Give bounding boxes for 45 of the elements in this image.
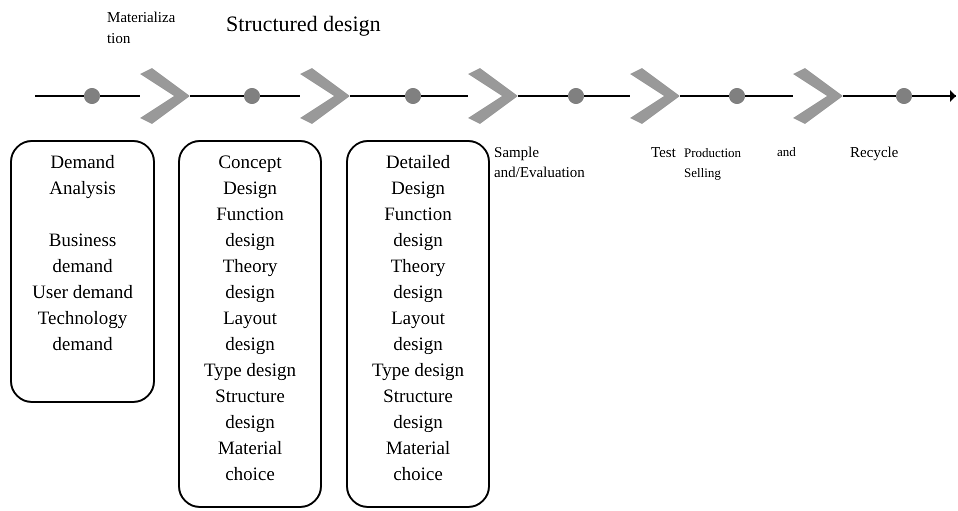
timeline-line — [350, 95, 405, 97]
stage-label: Recycle — [850, 144, 900, 163]
timeline-line — [421, 95, 468, 97]
stage-item: Structure design — [214, 385, 286, 435]
stage-item: Function design — [215, 203, 285, 253]
timeline-line — [680, 95, 729, 97]
timeline-line — [190, 95, 244, 97]
stage-item: Theory design — [222, 255, 278, 305]
stage-title: Demand Analysis — [48, 151, 117, 201]
stage-item: Technology demand — [36, 307, 128, 357]
stage-item: Material choice — [216, 437, 284, 487]
stage-box — [10, 140, 155, 403]
timeline-line — [260, 95, 300, 97]
timeline-line — [584, 95, 630, 97]
stage-item: Type design — [370, 359, 466, 383]
timeline-line — [843, 95, 896, 97]
chevron-arrow — [793, 68, 843, 124]
stage-item: Function design — [383, 203, 453, 253]
stage-item: Theory design — [390, 255, 446, 305]
timeline-line — [518, 95, 568, 97]
stage-item: Material choice — [384, 437, 452, 487]
phase-label: Structured design — [226, 10, 382, 38]
chevron-arrow — [300, 68, 350, 124]
stage-label: Materializa tion — [107, 9, 176, 49]
stage-label: and — [777, 143, 797, 161]
stage-title: Detailed Design — [384, 151, 452, 201]
chevron-arrow — [630, 68, 680, 124]
chevron-arrow — [468, 68, 518, 124]
stage-box — [178, 140, 322, 508]
stage-item: Layout design — [222, 307, 278, 357]
stage-item: Layout design — [390, 307, 446, 357]
chevron-arrow — [140, 68, 190, 124]
stage-label: Sample and/Evaluation — [494, 144, 586, 183]
timeline-line — [745, 95, 793, 97]
stage-title: Concept Design — [217, 151, 283, 201]
stage-label: Production Selling — [684, 144, 742, 182]
stage-box — [346, 140, 490, 508]
stage-item: Business demand — [48, 229, 118, 279]
timeline-line — [35, 95, 84, 97]
timeline-arrow — [912, 90, 956, 102]
timeline-line — [100, 95, 140, 97]
stage-item: Structure design — [382, 385, 454, 435]
stage-item: User demand — [31, 281, 134, 305]
stage-item: Type design — [202, 359, 298, 383]
stage-label: Test — [651, 144, 677, 163]
